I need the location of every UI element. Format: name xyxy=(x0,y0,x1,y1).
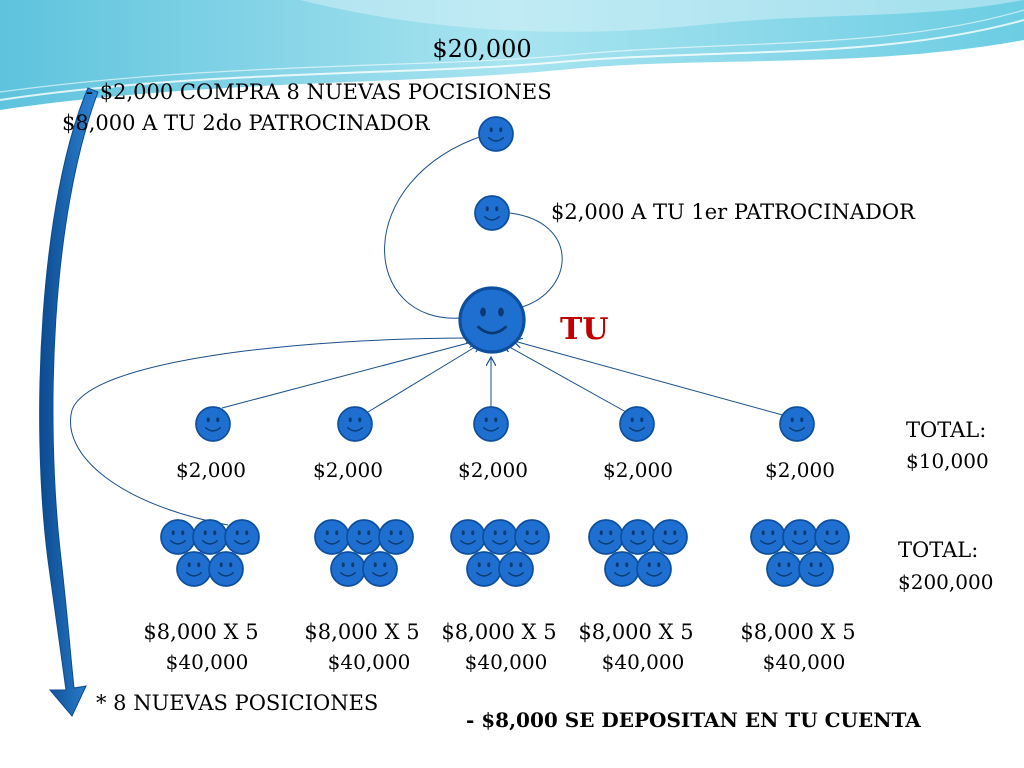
level2-total-label: $40,000 xyxy=(763,650,846,674)
tu-label: TU xyxy=(560,312,609,347)
level2-smiley-face-icon xyxy=(498,551,534,587)
second-sponsor-label: $8,000 A TU 2do PATROCINADOR xyxy=(62,111,431,135)
level1-smiley-face-icon-5 xyxy=(779,406,815,442)
level2-smiley-face-icon xyxy=(750,519,786,555)
total-level2-label: TOTAL: xyxy=(898,538,978,562)
level2-smiley-face-icon xyxy=(346,519,382,555)
arrow-from-node-1 xyxy=(221,341,476,409)
total-level1-value: $10,000 xyxy=(906,449,989,473)
connector-lines xyxy=(70,134,787,526)
level2-smiley-face-icon xyxy=(514,519,550,555)
level2-smiley-face-icon xyxy=(604,551,640,587)
big-curved-arrow xyxy=(39,87,99,717)
level1-amount-label: $2,000 xyxy=(458,458,528,482)
top-wave-banner xyxy=(0,0,1024,110)
level2-smiley-face-icon xyxy=(224,519,260,555)
level2-multiplier-label: $8,000 X 5 xyxy=(578,620,693,644)
new-positions-note: * 8 NUEVAS POSICIONES xyxy=(96,691,378,715)
level1-smiley-face-icon-4 xyxy=(619,406,655,442)
arrow-from-node-4 xyxy=(504,344,627,413)
arrow-from-node-2 xyxy=(367,344,480,413)
tu-smiley-face-icon xyxy=(458,286,526,354)
second-sponsor-smiley-face-icon xyxy=(478,116,514,152)
title-amount: $20,000 xyxy=(432,35,531,63)
level2-smiley-face-icon xyxy=(314,519,350,555)
first-sponsor-smiley-face-icon xyxy=(474,195,510,231)
level2-smiley-face-icon xyxy=(636,551,672,587)
level2-smiley-face-icon xyxy=(192,519,228,555)
arrow-from-node-5 xyxy=(514,341,787,417)
total-level2-value: $200,000 xyxy=(898,570,993,594)
level1-amount-label: $2,000 xyxy=(765,458,835,482)
level2-total-label: $40,000 xyxy=(328,650,411,674)
level2-smiley-face-icon xyxy=(362,551,398,587)
level2-multiplier-label: $8,000 X 5 xyxy=(143,620,258,644)
level2-smiley-face-icon xyxy=(330,551,366,587)
level1-smiley-face-icon-2 xyxy=(337,406,373,442)
level2-smiley-face-icon xyxy=(798,551,834,587)
level2-smiley-face-icon xyxy=(620,519,656,555)
level2-smiley-face-icon xyxy=(782,519,818,555)
loop-to-2nd-sponsor xyxy=(384,134,486,319)
compra-note: - $2,000 COMPRA 8 NUEVAS POCISIONES xyxy=(86,80,552,104)
nodes-layer xyxy=(160,116,850,587)
level2-total-label: $40,000 xyxy=(602,650,685,674)
level-amounts: $2,000 $2,000 $2,000 $2,000 $2,000 $8,000 X 5… xyxy=(143,458,855,674)
level2-smiley-face-icon xyxy=(378,519,414,555)
level2-smiley-face-icon xyxy=(814,519,850,555)
level1-amount-label: $2,000 xyxy=(176,458,246,482)
level2-smiley-face-icon xyxy=(466,551,502,587)
level2-smiley-face-icon xyxy=(766,551,802,587)
first-sponsor-label: $2,000 A TU 1er PATROCINADOR xyxy=(551,200,916,224)
level1-amount-label: $2,000 xyxy=(603,458,673,482)
level2-total-label: $40,000 xyxy=(166,650,249,674)
total-level1-label: TOTAL: xyxy=(906,418,986,442)
level2-smiley-face-icon xyxy=(652,519,688,555)
level2-smiley-face-icon xyxy=(208,551,244,587)
level2-multiplier-label: $8,000 X 5 xyxy=(740,620,855,644)
level2-smiley-face-icon xyxy=(176,551,212,587)
level1-smiley-face-icon-1 xyxy=(195,406,231,442)
level2-total-label: $40,000 xyxy=(465,650,548,674)
level2-smiley-face-icon xyxy=(482,519,518,555)
long-arc-from-level2 xyxy=(70,338,474,526)
level2-multiplier-label: $8,000 X 5 xyxy=(441,620,556,644)
level2-smiley-face-icon xyxy=(588,519,624,555)
loop-to-1st-sponsor xyxy=(509,212,563,308)
level2-smiley-face-icon xyxy=(450,519,486,555)
deposit-note: - $8,000 SE DEPOSITAN EN TU CUENTA xyxy=(466,708,921,732)
level2-multiplier-label: $8,000 X 5 xyxy=(304,620,419,644)
level1-smiley-face-icon-3 xyxy=(473,406,509,442)
level2-smiley-face-icon xyxy=(160,519,196,555)
level1-amount-label: $2,000 xyxy=(313,458,383,482)
